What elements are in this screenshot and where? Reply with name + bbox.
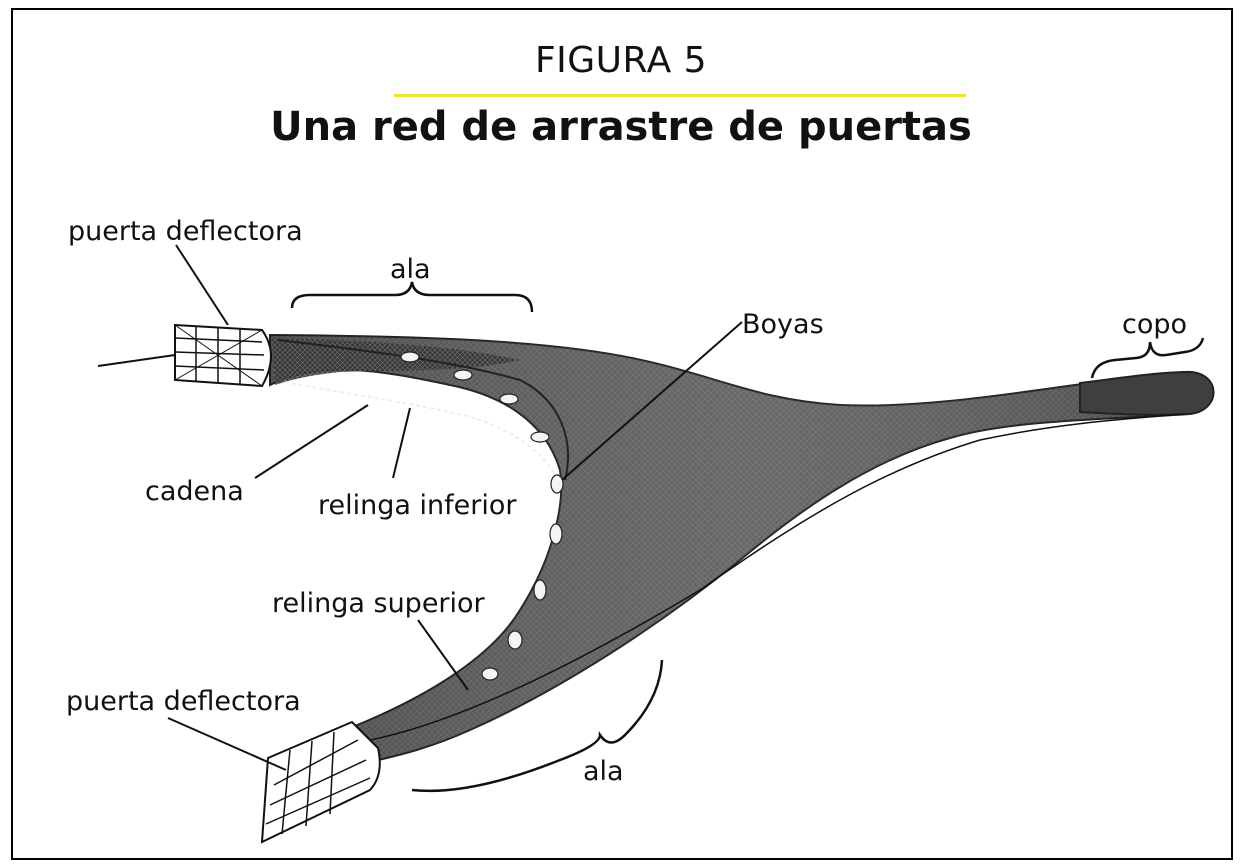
label-codend: copo [1122,309,1187,340]
upper-wing [272,338,520,385]
label-wing-top: ala [390,254,431,285]
codend-shape [1079,370,1215,416]
brace-wing-top [290,281,534,313]
label-headrope: relinga superior [272,588,486,619]
figure-label: FIGURA 5 [534,40,708,81]
label-wing-bottom: ala [583,756,624,787]
title-underline [394,94,966,97]
figure-title: Una red de arrastre de puertas [270,104,972,150]
label-chain: cadena [145,476,244,507]
floats [400,351,564,681]
brace-wing-bottom [411,659,664,793]
leader-lines [167,244,743,771]
label-footrope: relinga inferior [318,490,517,521]
door-top [174,323,272,388]
label-door-top: puerta deflectora [68,216,303,247]
warp-line-top [97,353,183,367]
label-door-bottom: puerta deflectora [66,686,301,717]
door-bottom [260,720,381,844]
label-floats: Boyas [742,309,824,340]
brace-codend [1090,337,1205,379]
